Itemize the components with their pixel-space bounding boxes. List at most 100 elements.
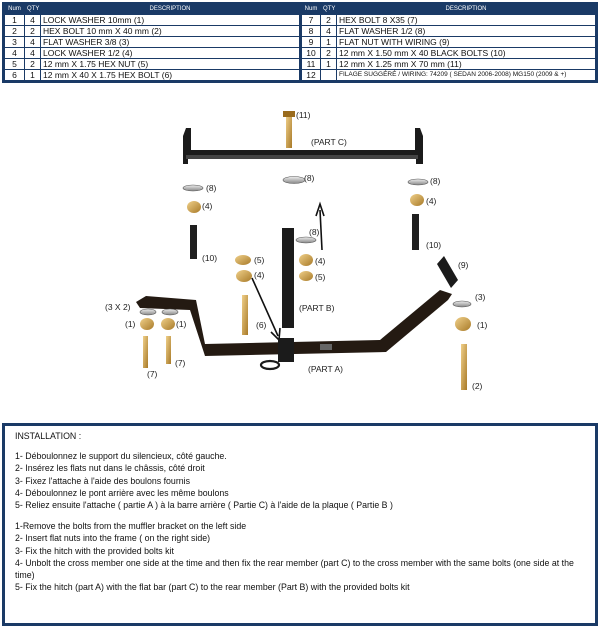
right-hardware-stack — [407, 178, 429, 250]
installation-panel: INSTALLATION : 1- Déboulonnez le support… — [2, 423, 598, 626]
part-num: 10 — [299, 47, 321, 59]
center-washer — [282, 176, 306, 184]
label-8-center: (8) — [304, 173, 315, 183]
label-1-right: (1) — [477, 320, 488, 330]
label-8-left: (8) — [206, 183, 217, 193]
washer-3-right — [452, 300, 472, 308]
part-qty: 1 — [320, 36, 337, 48]
part-num: 12 — [299, 69, 321, 81]
header-num-2: Num — [299, 4, 321, 15]
en-step: 4- Unbolt the cross member one side at t… — [15, 557, 574, 581]
table-row: 3 4 FLAT WASHER 3/8 (3) 9 1 FLAT NUT WIT… — [4, 36, 596, 48]
right-bolt-2 — [455, 317, 471, 390]
label-5-stack: (5) — [315, 272, 326, 282]
part-description: FLAT WASHER 1/2 (8) — [336, 25, 596, 37]
part-description: FILAGE SUGGÉRÉ / WIRING: 74209 ( SEDAN 2… — [336, 69, 596, 81]
installation-title: INSTALLATION : — [15, 431, 82, 441]
nut-and-washer-mid — [235, 255, 252, 335]
part-description: FLAT WASHER 3/8 (3) — [40, 36, 301, 48]
header-qty-2: QTY — [320, 4, 337, 15]
part-num: 2 — [4, 25, 25, 37]
part-description: 12 mm X 1.25 mm X 70 mm (11) — [336, 58, 596, 70]
header-num: Num — [4, 4, 25, 15]
en-step: 2- Insert flat nuts into the frame ( on … — [15, 533, 211, 544]
fr-step: 2- Insérez les flats nut dans le châssis… — [15, 463, 205, 474]
label-2: (2) — [472, 381, 483, 391]
label-4-stack: (4) — [315, 256, 326, 266]
label-3x2: (3 X 2) — [105, 302, 131, 312]
label-4-mid: (4) — [254, 270, 265, 280]
part-num: 5 — [4, 58, 25, 70]
arrow-up-to-part-c — [315, 201, 325, 251]
table-row: 1 4 LOCK WASHER 10mm (1) 7 2 HEX BOLT 8 … — [4, 14, 596, 26]
en-step: 5- Fix the hitch (part A) with the flat … — [15, 582, 410, 593]
part-description: HEX BOLT 8 X35 (7) — [336, 14, 596, 26]
table-row: 5 2 12 mm X 1.75 HEX NUT (5) 11 1 12 mm … — [4, 58, 596, 70]
parts-table-header: Num QTY DESCRIPTION Num QTY DESCRIPTION — [4, 4, 596, 15]
fr-step: 4- Déboulonnez le pont arrière avec les … — [15, 487, 229, 498]
part-qty: 2 — [24, 58, 41, 70]
part-num: 4 — [4, 47, 25, 59]
header-qty: QTY — [24, 4, 41, 15]
fr-step: 3- Fixez l'attache à l'aide des boulons … — [15, 475, 190, 486]
flat-nut-9 — [437, 256, 458, 288]
part-qty: 4 — [320, 25, 337, 37]
en-step: 1-Remove the bolts from the muffler brac… — [15, 521, 247, 532]
label-4-left: (4) — [202, 201, 213, 211]
label-8-right: (8) — [430, 176, 441, 186]
center-hardware-stack — [295, 236, 317, 281]
label-10-right: (10) — [426, 240, 441, 250]
left-hardware-stack — [182, 184, 204, 259]
part-qty: 1 — [320, 58, 337, 70]
part-num: 9 — [299, 36, 321, 48]
header-description: DESCRIPTION — [40, 4, 301, 15]
part-qty: 4 — [24, 47, 41, 59]
part-b-plate — [282, 228, 294, 328]
part-description: LOCK WASHER 1/2 (4) — [40, 47, 301, 59]
part-description: FLAT NUT WITH WIRING (9) — [336, 36, 596, 48]
hitch-exploded-diagram: (PART C) (11) (8) (4) (10) (8) (8) (4) (… — [105, 110, 488, 391]
label-9: (9) — [458, 260, 469, 270]
part-description: 12 mm X 40 X 1.75 HEX BOLT (6) — [40, 69, 301, 81]
part-num: 1 — [4, 14, 25, 26]
part-description: 12 mm X 1.50 mm X 40 BLACK BOLTS (10) — [336, 47, 596, 59]
part-num: 11 — [299, 58, 321, 70]
left-washers-3x2 — [139, 308, 179, 368]
en-step: 3- Fix the hitch with the provided bolts… — [15, 545, 174, 556]
part-qty: 2 — [320, 14, 337, 26]
label-part-a: (PART A) — [308, 364, 343, 374]
label-7-mid: (7) — [175, 358, 186, 368]
bolt-11 — [283, 111, 295, 148]
part-qty: 1 — [24, 69, 41, 81]
label-1-left: (1) — [125, 319, 136, 329]
part-num: 7 — [299, 14, 321, 26]
fr-step: 1- Déboulonnez le support du silencieux,… — [15, 451, 227, 462]
part-qty: 2 — [320, 47, 337, 59]
part-qty — [320, 69, 337, 81]
part-a-hitch — [136, 290, 452, 371]
part-description: 12 mm X 1.75 HEX NUT (5) — [40, 58, 301, 70]
arrow-to-hitch — [251, 277, 281, 342]
label-part-b: (PART B) — [299, 303, 335, 313]
header-description-2: DESCRIPTION — [336, 4, 596, 15]
part-qty: 4 — [24, 36, 41, 48]
label-4-right: (4) — [426, 196, 437, 206]
table-row: 4 4 LOCK WASHER 1/2 (4) 10 2 12 mm X 1.5… — [4, 47, 596, 59]
part-qty: 4 — [24, 14, 41, 26]
label-3-right: (3) — [475, 292, 486, 302]
table-row: 6 1 12 mm X 40 X 1.75 HEX BOLT (6) 12 FI… — [4, 69, 596, 81]
parts-table: Num QTY DESCRIPTION Num QTY DESCRIPTION … — [2, 2, 598, 83]
label-part-c: (PART C) — [311, 137, 347, 147]
label-11: (11) — [296, 110, 311, 120]
part-num: 6 — [4, 69, 25, 81]
part-num: 3 — [4, 36, 25, 48]
part-qty: 2 — [24, 25, 41, 37]
label-7-left: (7) — [147, 369, 158, 379]
part-description: LOCK WASHER 10mm (1) — [40, 14, 301, 26]
label-5-mid: (5) — [254, 255, 265, 265]
part-num: 8 — [299, 25, 321, 37]
label-1-mid: (1) — [176, 319, 187, 329]
part-description: HEX BOLT 10 mm X 40 mm (2) — [40, 25, 301, 37]
label-8-stack: (8) — [309, 227, 320, 237]
table-row: 2 2 HEX BOLT 10 mm X 40 mm (2) 8 4 FLAT … — [4, 25, 596, 37]
